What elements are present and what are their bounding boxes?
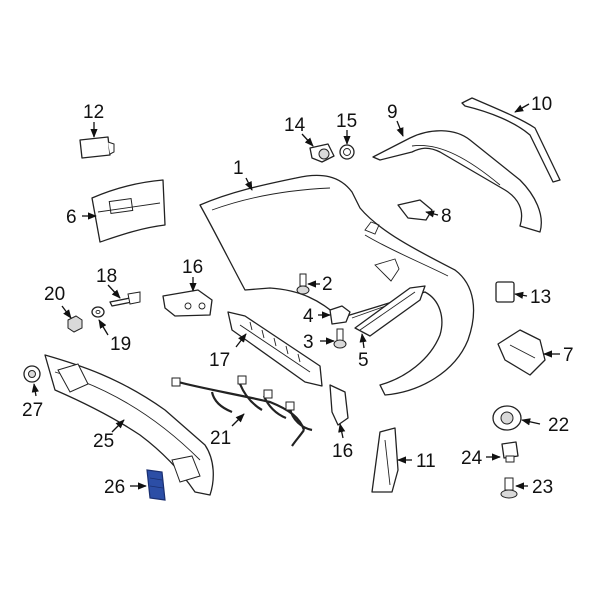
part-11-guide[interactable] bbox=[371, 427, 399, 493]
part-4-clip[interactable] bbox=[329, 305, 351, 325]
leader-lines bbox=[31, 103, 560, 490]
part-8-bracket[interactable] bbox=[397, 199, 433, 221]
part-23-bolt[interactable] bbox=[500, 477, 518, 499]
part-24-nut[interactable] bbox=[501, 441, 519, 463]
callout-14: 14 bbox=[284, 115, 306, 136]
part-18-bolt[interactable] bbox=[109, 291, 141, 307]
part-13-cap[interactable] bbox=[495, 281, 515, 303]
part-10-molding[interactable] bbox=[461, 97, 561, 183]
callout-1: 1 bbox=[233, 158, 244, 179]
callout-26: 26 bbox=[104, 477, 125, 498]
callout-27: 27 bbox=[22, 400, 43, 421]
callout-22: 22 bbox=[548, 415, 569, 436]
callout-16-lower: 16 bbox=[332, 441, 353, 462]
part-16-bracket-right[interactable] bbox=[329, 384, 349, 426]
part-15-ring[interactable] bbox=[339, 144, 355, 160]
part-16-bracket-left[interactable] bbox=[162, 289, 213, 317]
callout-5: 5 bbox=[358, 350, 369, 371]
callout-13: 13 bbox=[530, 287, 551, 308]
callout-15: 15 bbox=[336, 111, 357, 132]
part-12-module[interactable] bbox=[79, 136, 115, 159]
part-19-washer[interactable] bbox=[91, 306, 105, 318]
callout-labels: 1 2 3 4 5 6 7 8 9 10 11 12 13 14 15 16 1… bbox=[22, 94, 574, 498]
callout-17: 17 bbox=[209, 350, 230, 371]
callout-2: 2 bbox=[322, 274, 333, 295]
part-2-screw[interactable] bbox=[296, 273, 310, 295]
callout-23: 23 bbox=[532, 477, 553, 498]
part-6-panel[interactable] bbox=[91, 179, 166, 243]
part-20-nut[interactable] bbox=[67, 315, 83, 333]
part-26-mount[interactable] bbox=[146, 469, 166, 501]
part-27-plug[interactable] bbox=[23, 365, 41, 383]
callout-24: 24 bbox=[461, 448, 483, 469]
callout-16-upper: 16 bbox=[182, 257, 203, 278]
callout-7: 7 bbox=[563, 345, 574, 366]
part-3-screw[interactable] bbox=[333, 328, 347, 349]
callout-10: 10 bbox=[531, 94, 552, 115]
callout-25: 25 bbox=[93, 431, 114, 452]
callout-4: 4 bbox=[303, 306, 314, 327]
callout-12: 12 bbox=[83, 102, 104, 123]
callout-11: 11 bbox=[416, 451, 436, 472]
part-22-sensor[interactable] bbox=[492, 405, 522, 431]
callout-18: 18 bbox=[96, 266, 117, 287]
callout-20: 20 bbox=[44, 284, 65, 305]
callout-6: 6 bbox=[66, 207, 77, 228]
callout-9: 9 bbox=[387, 102, 398, 123]
callout-3: 3 bbox=[303, 332, 314, 353]
part-9-trim[interactable] bbox=[372, 130, 542, 233]
callout-21: 21 bbox=[210, 428, 231, 449]
part-17-absorber[interactable] bbox=[227, 311, 323, 387]
callout-8: 8 bbox=[441, 206, 452, 227]
part-21-harness[interactable] bbox=[171, 375, 313, 447]
part-1-bumper-cover[interactable] bbox=[199, 174, 475, 396]
part-25-reinforcement[interactable] bbox=[44, 354, 214, 496]
part-7-bracket[interactable] bbox=[497, 329, 546, 376]
callout-19: 19 bbox=[110, 334, 131, 355]
part-14-sensor[interactable] bbox=[309, 143, 335, 163]
part-5-bracket[interactable] bbox=[354, 285, 426, 337]
